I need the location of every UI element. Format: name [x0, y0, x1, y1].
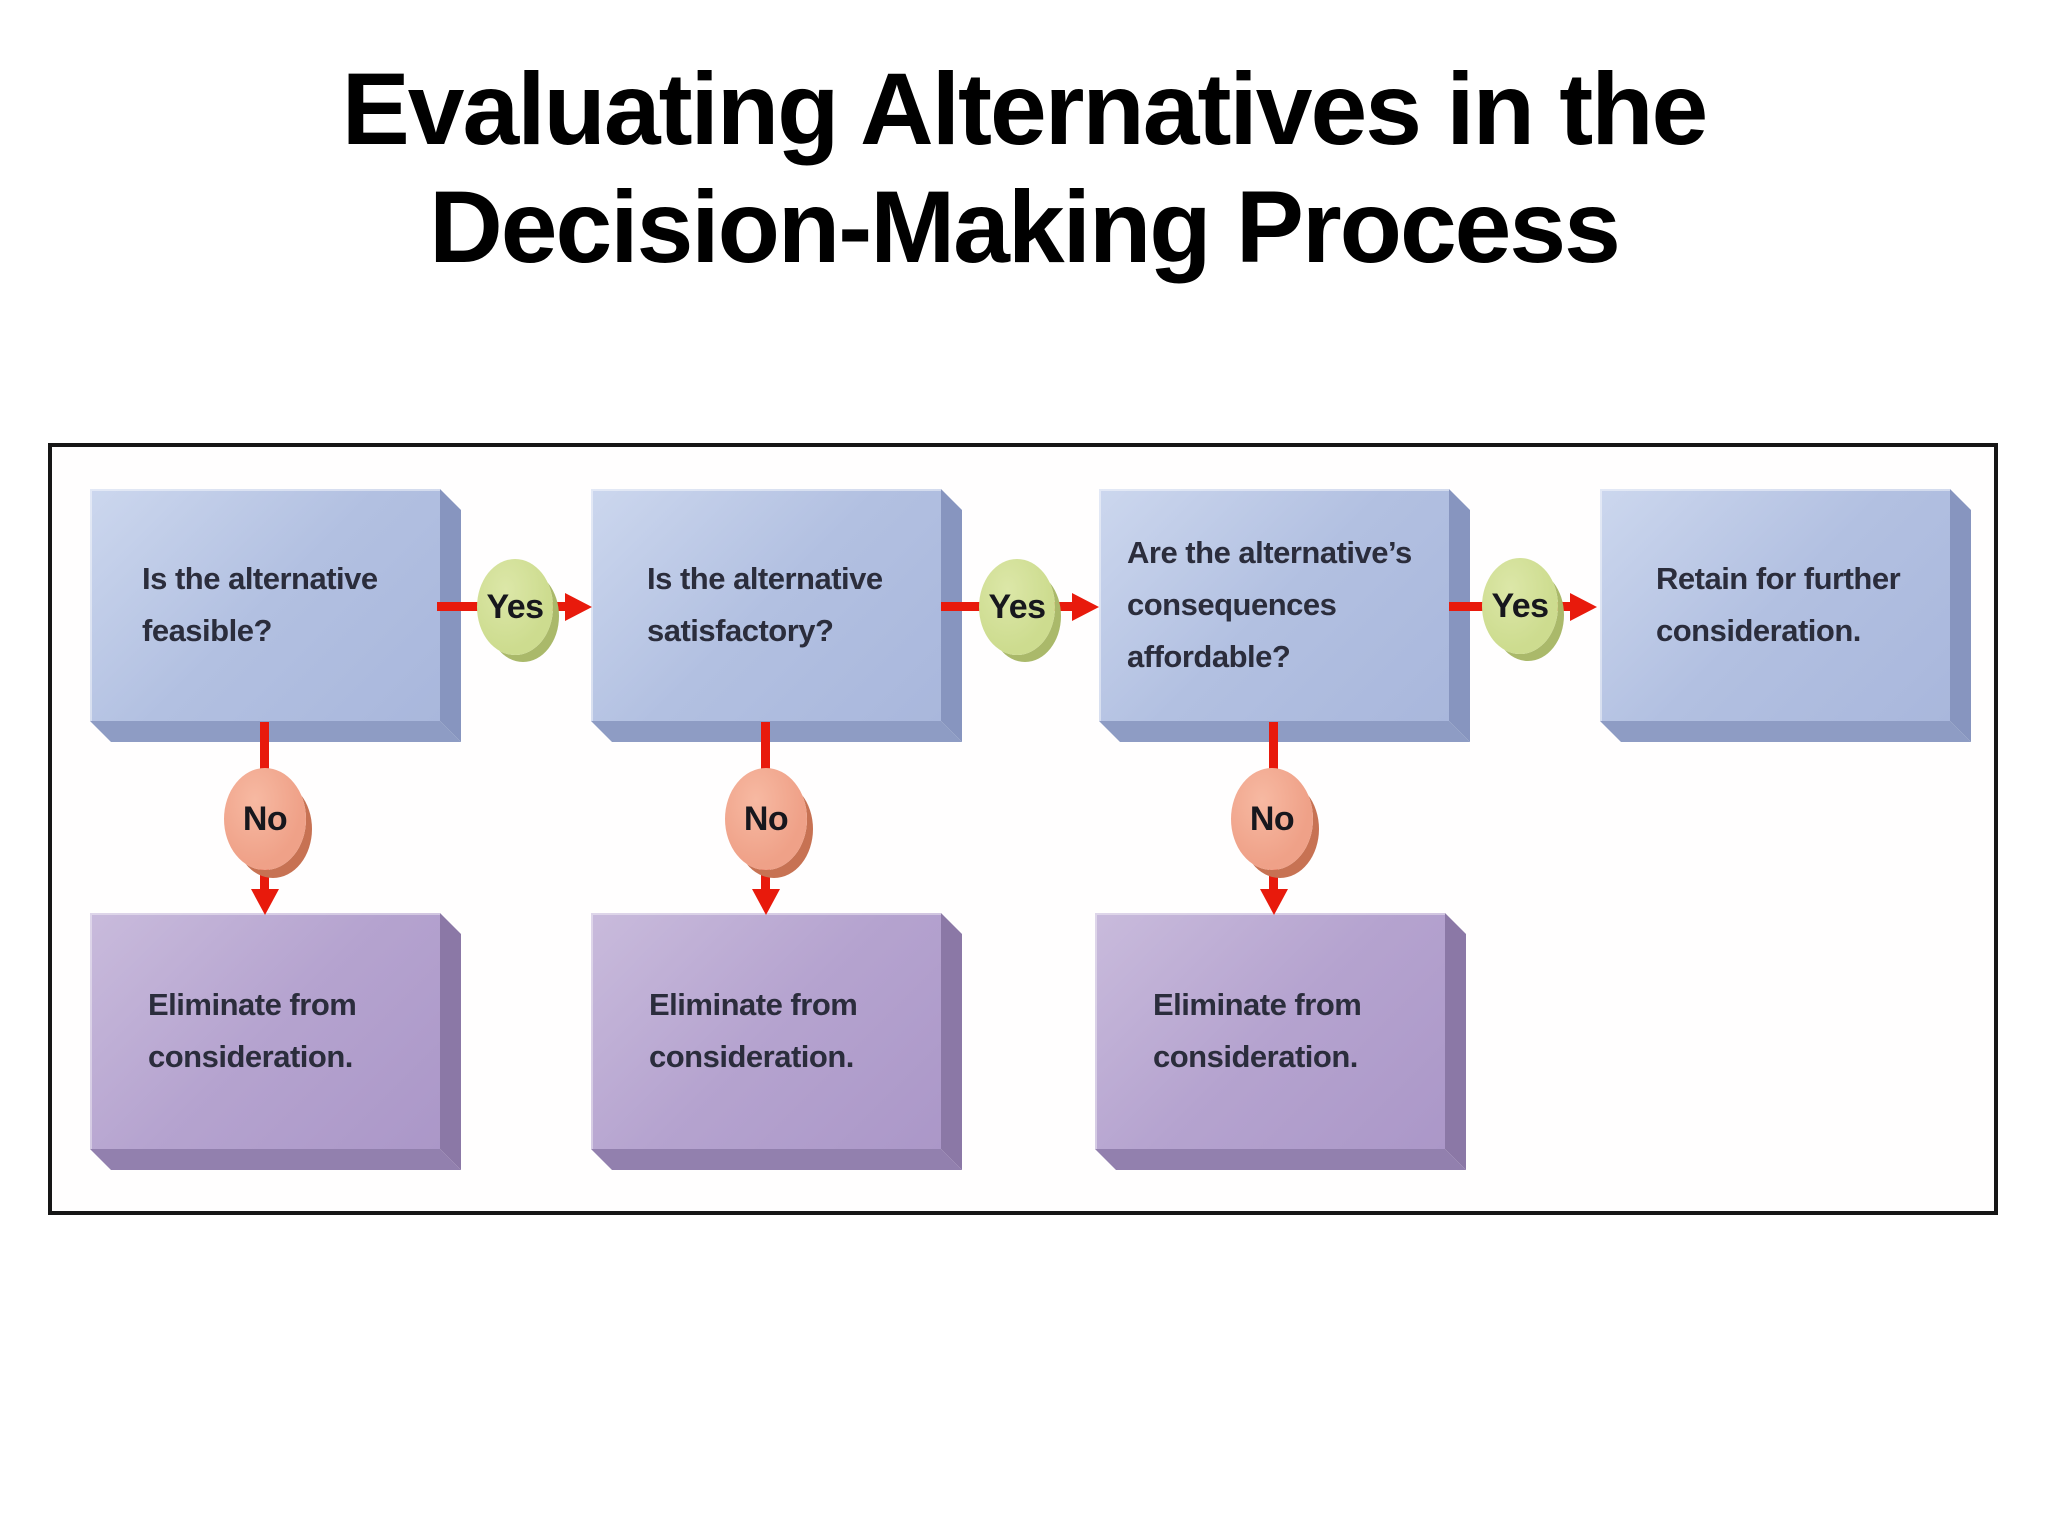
eliminate-box-2: Eliminate from consideration. [591, 913, 941, 1149]
text-line: Are the alternative’s [1127, 535, 1412, 570]
no-connector-3-arrowhead-icon [1260, 889, 1288, 915]
text-line: Retain for further [1656, 561, 1901, 596]
text-line: Eliminate from [1153, 987, 1362, 1022]
eliminate-box-3: Eliminate from consideration. [1095, 913, 1445, 1149]
text-line: Is the alternative [142, 561, 378, 596]
yes-connector-3-arrowhead-icon [1570, 593, 1597, 621]
text-line: affordable? [1127, 639, 1291, 674]
no-connector-1-arrowhead-icon [251, 889, 279, 915]
yes-label: Yes [1491, 586, 1549, 625]
eliminate-box-2-text: Eliminate from consideration. [591, 913, 941, 1149]
no-label: No [743, 799, 789, 838]
decision-box-feasible: Is the alternative feasible? [90, 489, 440, 721]
no-oval-2: No [725, 768, 807, 870]
no-label: No [242, 799, 288, 838]
text-line: consideration. [649, 1039, 854, 1074]
text-line: consideration. [1656, 613, 1861, 648]
yes-oval-1: Yes [477, 559, 553, 655]
decision-box-affordable-text: Are the alternative’s consequences affor… [1099, 489, 1449, 721]
text-line: Eliminate from [148, 987, 357, 1022]
yes-label: Yes [486, 587, 544, 626]
no-connector-2-arrowhead-icon [752, 889, 780, 915]
page-title: Evaluating Alternatives in the Decision-… [0, 50, 2048, 286]
decision-box-feasible-text: Is the alternative feasible? [90, 489, 440, 721]
no-connector-1-line-lower [260, 858, 269, 892]
eliminate-box-1-text: Eliminate from consideration. [90, 913, 440, 1149]
text-line: Is the alternative [647, 561, 883, 596]
eliminate-box-3-text: Eliminate from consideration. [1095, 913, 1445, 1149]
decision-box-satisfactory: Is the alternative satisfactory? [591, 489, 941, 721]
eliminate-box-1: Eliminate from consideration. [90, 913, 440, 1149]
text-line: consideration. [1153, 1039, 1358, 1074]
text-line: Eliminate from [649, 987, 858, 1022]
no-connector-2-line-lower [761, 858, 770, 892]
text-line: feasible? [142, 613, 272, 648]
no-oval-1: No [224, 768, 306, 870]
text-line: satisfactory? [647, 613, 834, 648]
decision-box-satisfactory-text: Is the alternative satisfactory? [591, 489, 941, 721]
no-label: No [1249, 799, 1295, 838]
no-connector-2-line-upper [761, 722, 770, 780]
no-connector-3-line-upper [1269, 722, 1278, 780]
retain-box: Retain for further consideration. [1600, 489, 1950, 721]
no-connector-1-line-upper [260, 722, 269, 780]
yes-oval-2: Yes [979, 559, 1055, 655]
title-line-2: Decision-Making Process [429, 170, 1621, 284]
retain-box-text: Retain for further consideration. [1600, 489, 1950, 721]
yes-connector-1-arrowhead-icon [565, 593, 592, 621]
yes-connector-2-arrowhead-icon [1072, 593, 1099, 621]
yes-label: Yes [988, 587, 1046, 626]
yes-oval-3: Yes [1482, 558, 1558, 654]
title-line-1: Evaluating Alternatives in the [341, 52, 1709, 166]
no-oval-3: No [1231, 768, 1313, 870]
text-line: consequences [1127, 587, 1337, 622]
decision-box-affordable: Are the alternative’s consequences affor… [1099, 489, 1449, 721]
no-connector-3-line-lower [1269, 858, 1278, 892]
text-line: consideration. [148, 1039, 353, 1074]
